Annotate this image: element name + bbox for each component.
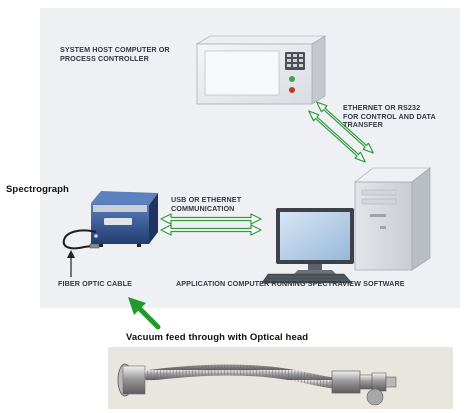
fiber-optic-cable-label: FIBER OPTIC CABLE	[58, 279, 132, 288]
computer-tower-icon	[353, 167, 432, 271]
vacuum-feedthrough-icon	[108, 347, 453, 409]
usb-double-arrow-icon	[160, 213, 262, 236]
application-computer-label: APPLICATION COMPUTER RUNNING SPECTRAVIEW…	[176, 279, 405, 288]
spectrograph-label: Spectrograph	[6, 184, 69, 195]
host-controller-label: SYSTEM HOST COMPUTER OR PROCESS CONTROLL…	[60, 45, 170, 63]
green-pointer-arrow-icon	[128, 297, 161, 330]
fiber-pointer-arrow-icon	[67, 250, 75, 277]
ethernet-rs232-label: ETHERNET OR RS232 FOR CONTROL AND DATA T…	[343, 103, 436, 130]
monitor-icon	[276, 208, 354, 274]
ethernet-double-arrow-icon	[308, 101, 374, 163]
host-controller-icon	[195, 35, 327, 105]
usb-ethernet-label: USB OR ETHERNET COMMUNICATION	[171, 195, 242, 213]
spectrograph-icon	[91, 191, 158, 247]
vacuum-feedthrough-label: Vacuum feed through with Optical head	[126, 332, 309, 343]
keyboard-icon	[261, 273, 353, 284]
fiber-connector-icon	[89, 243, 100, 249]
fiber-cable-icon	[62, 229, 97, 250]
